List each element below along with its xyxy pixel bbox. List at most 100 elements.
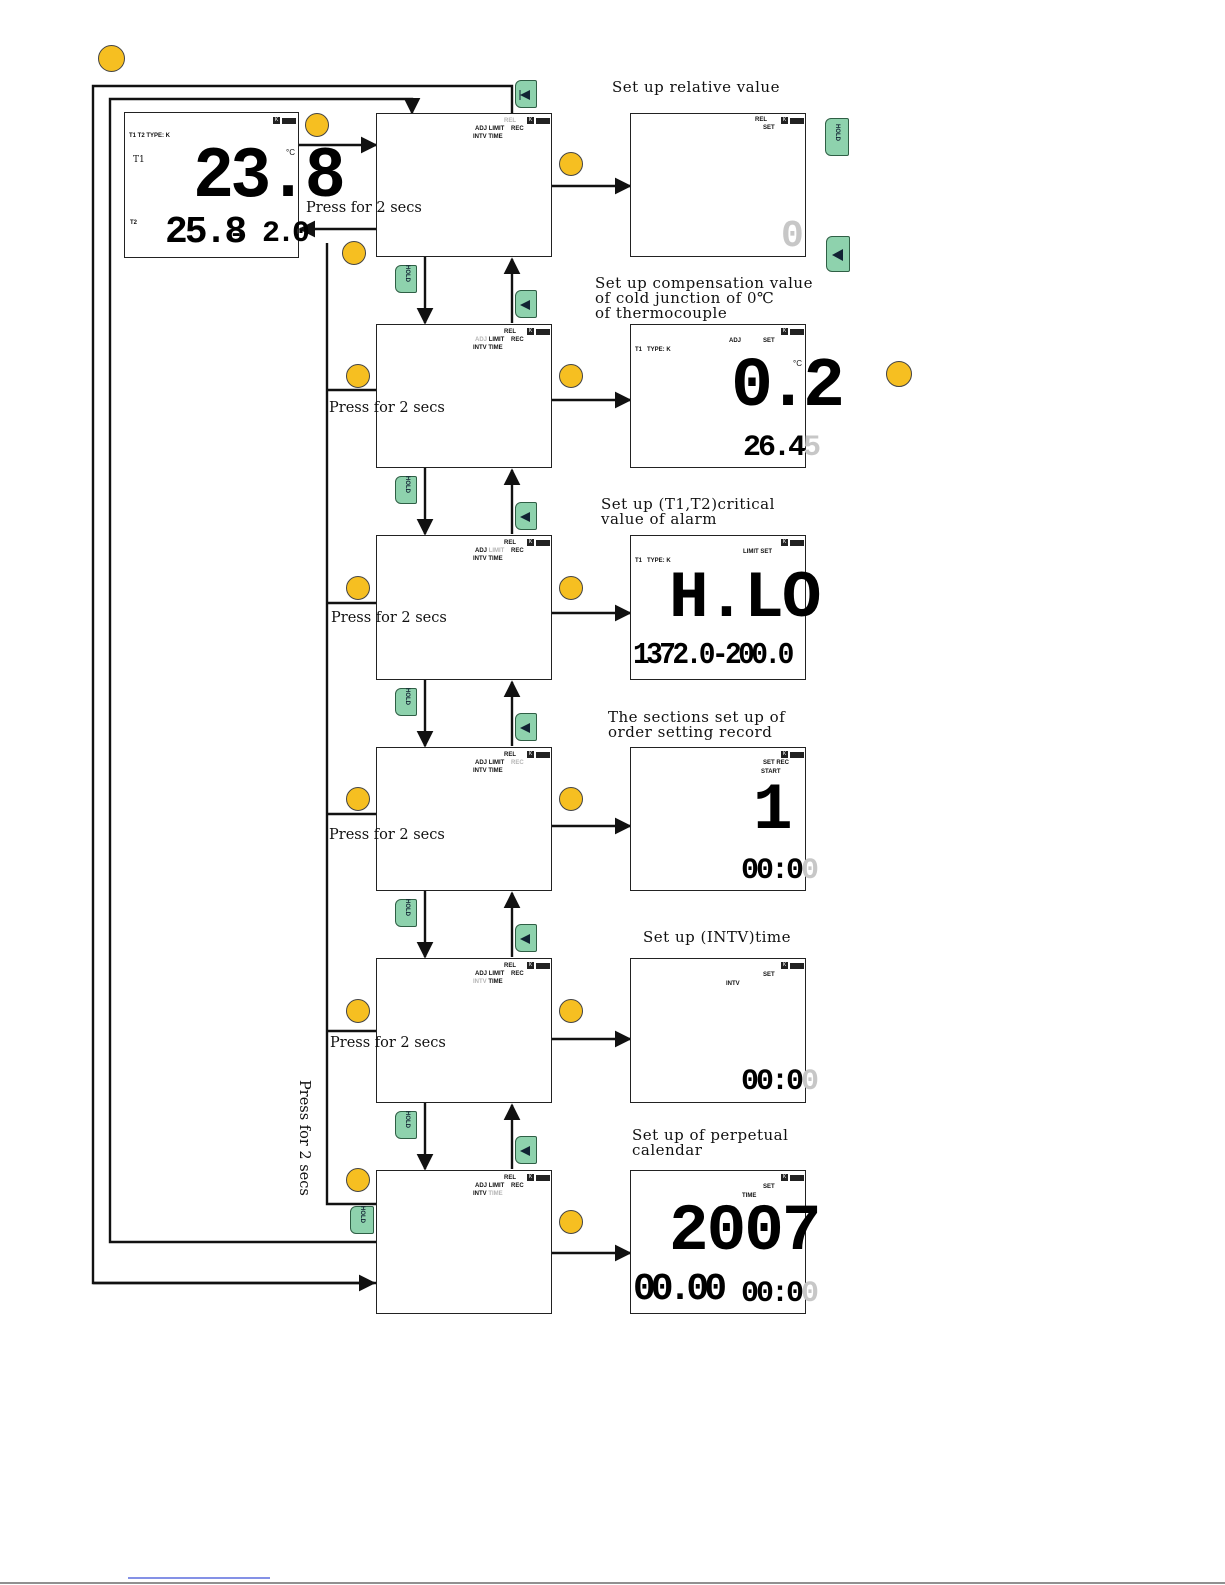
function-button-circle-icon [559, 152, 583, 176]
battery-indicator-icon: K [781, 751, 788, 758]
function-button-circle-icon [559, 999, 583, 1023]
calendar-year: 2007 [669, 1194, 821, 1269]
press-label: Press for 2 secs [329, 400, 445, 416]
battery-indicator-icon: K [781, 117, 788, 124]
relative-button-icon [515, 924, 537, 952]
indicator-rel: REL [755, 117, 767, 123]
function-button-circle-icon [98, 45, 125, 72]
relative-button-icon [515, 290, 537, 318]
rel-value-ghost: 0 [781, 215, 804, 258]
indicator-intv: INTV [726, 981, 740, 987]
battery-icon [790, 752, 804, 758]
battery-icon [790, 1175, 804, 1181]
calendar-time: 00:00 [741, 1277, 819, 1311]
main-display-lcd: K T1 T2 TYPE: K T1 23.8 °C T2 25.8 - 2.0 [124, 112, 346, 258]
t2-label: T2 [130, 220, 138, 226]
function-button-circle-icon [346, 364, 370, 388]
press-label-vertical: Press for 2 secs [296, 1080, 312, 1196]
function-button-circle-icon [886, 361, 912, 387]
menu-intv-time: INTV TIME [473, 979, 503, 985]
menu-adj-limit: ADJ LIMIT REC [475, 126, 524, 132]
menu-intv-time: INTV TIME [473, 345, 503, 351]
t2-value: 25.8 [165, 211, 247, 254]
indicator-adj: ADJ [729, 338, 742, 344]
panel-title-alarm: Set up (T1,T2)critical value of alarm [601, 495, 775, 528]
indicator-time: TIME [742, 1193, 757, 1199]
panel-title-record: The sections set up of order setting rec… [608, 708, 786, 741]
panel-calendar-lcd: K SET TIME 2007 00.00 00:00 [630, 1170, 821, 1314]
minus-sign: - [229, 222, 244, 249]
menu-intv-time: INTV TIME [473, 556, 503, 562]
indicator-set-rec: SET REC [763, 760, 790, 766]
menu-intv-time: INTV TIME [473, 1191, 503, 1197]
panel-relative-lcd: K REL SET 0 [630, 113, 806, 257]
intv-time: 00:00 [741, 1065, 819, 1099]
calendar-date: 00.00 [633, 1268, 727, 1311]
battery-icon [536, 540, 550, 546]
press-label: Press for 2 secs [329, 827, 445, 843]
menu-screen-5: K REL ADJ LIMIT REC INTV TIME [376, 958, 552, 1103]
function-button-circle-icon [346, 787, 370, 811]
hold-button-icon: HOLD [395, 688, 417, 716]
press-label: Press for 2 secs [331, 610, 447, 626]
panel-title-relative: Set up relative value [612, 78, 780, 96]
battery-indicator-icon: K [527, 117, 534, 124]
indicator-set: SET [763, 972, 775, 978]
unit-label: °C [793, 359, 802, 368]
relative-button-icon [826, 236, 850, 272]
battery-indicator-icon: K [527, 962, 534, 969]
compensation-value: 0.2 [731, 348, 845, 427]
unit-label: °C [286, 148, 295, 157]
trunk-press-2s [325, 243, 376, 1206]
battery-indicator-icon: K [781, 1174, 788, 1181]
hold-button-icon: HOLD [350, 1206, 374, 1234]
function-button-circle-icon [559, 364, 583, 388]
menu-screen-1: K REL ADJ LIMIT REC INTV TIME [376, 113, 552, 257]
record-time: 00:00 [741, 854, 819, 888]
panel-intv-lcd: K SET INTV 00:00 [630, 958, 819, 1103]
relative-button-icon [515, 713, 537, 741]
battery-indicator-icon: K [527, 539, 534, 546]
function-button-circle-icon [342, 241, 366, 265]
menu-adj-limit: ADJ LIMIT REC [475, 548, 524, 554]
battery-icon [790, 540, 804, 546]
indicator-start: START [761, 769, 781, 775]
relative-button-icon [515, 1136, 537, 1164]
menu-rel: REL [504, 752, 516, 758]
loop-outer-1 [108, 97, 421, 1244]
alarm-value: H.LO [669, 561, 821, 636]
hold-button-icon: HOLD [395, 265, 417, 293]
indicator-limit-set: LIMIT SET [743, 549, 772, 555]
panel-alarm-lcd: K LIMIT SET T1 TYPE: K H.LO 1372.0-200.0 [630, 535, 821, 680]
menu-rel: REL [504, 540, 516, 546]
panel-record-lcd: K SET REC START 1 00:00 [630, 747, 819, 891]
function-button-circle-icon [559, 787, 583, 811]
battery-icon [790, 329, 804, 335]
function-button-circle-icon [346, 1168, 370, 1192]
indicator-set: SET [763, 1184, 775, 1190]
alarm-range: 1372.0-200.0 [633, 638, 794, 673]
menu-adj-limit: ADJ LIMIT REC [475, 337, 524, 343]
battery-indicator-icon: K [527, 328, 534, 335]
menu-adj-limit: ADJ LIMIT REC [475, 760, 524, 766]
relative-button-icon [515, 80, 537, 108]
indicator-set: SET [763, 338, 775, 344]
record-value: 1 [753, 773, 793, 848]
function-button-circle-icon [559, 1210, 583, 1234]
battery-icon [536, 1175, 550, 1181]
battery-icon [536, 118, 550, 124]
menu-adj-limit: ADJ LIMIT REC [475, 971, 524, 977]
hold-button-icon: HOLD [395, 476, 417, 504]
battery-indicator-icon: K [527, 751, 534, 758]
panel-title-compensation: Set up compensation value of cold juncti… [595, 274, 813, 322]
indicator-set: SET [763, 125, 775, 131]
menu-rel: REL [504, 329, 516, 335]
hold-button-icon: HOLD [825, 118, 849, 156]
menu-screen-6: K REL ADJ LIMIT REC INTV TIME [376, 1170, 552, 1314]
menu-screen-3: K REL ADJ LIMIT REC INTV TIME [376, 535, 552, 680]
panel-compensation-lcd: K ADJ SET T1 TYPE: K 0.2 °C 26.45 [630, 324, 845, 468]
type-label: T1 TYPE: K [635, 558, 671, 564]
menu-intv-time: INTV TIME [473, 134, 503, 140]
press-label: Press for 2 secs [330, 1035, 446, 1051]
